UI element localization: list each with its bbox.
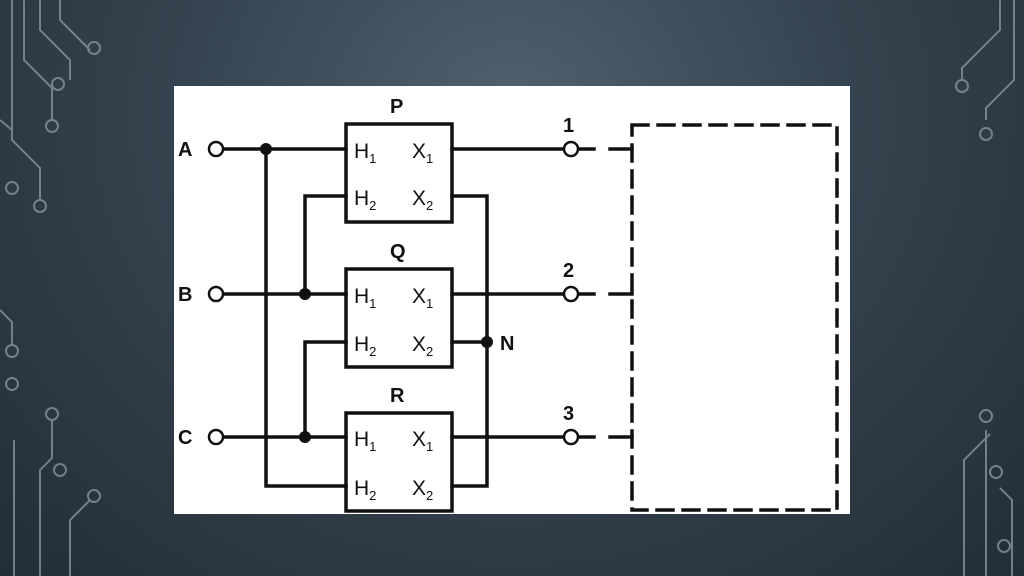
trace-line xyxy=(963,433,991,576)
junction-dot xyxy=(299,288,311,300)
trace-line xyxy=(39,0,71,80)
pin-label-p-x2: X2 xyxy=(412,187,433,213)
trace-node xyxy=(989,465,1003,479)
pin-label-q-h2: H2 xyxy=(354,333,376,359)
terminal-2 xyxy=(562,285,580,303)
terminal-3 xyxy=(562,428,580,446)
pin-label-q-x2: X2 xyxy=(412,333,433,359)
block-r xyxy=(344,411,454,513)
input-label-a: A xyxy=(178,139,192,161)
trace-line xyxy=(0,309,13,345)
pin-label-r-h1: H1 xyxy=(354,428,376,454)
trace-node xyxy=(45,119,59,133)
junction-dot xyxy=(260,143,272,155)
junction-label-n: N xyxy=(500,333,514,355)
trace-node xyxy=(51,77,65,91)
pin-label-p-x1: X1 xyxy=(412,140,433,166)
pin-label-q-x1: X1 xyxy=(412,285,433,311)
input-label-c: C xyxy=(178,427,192,449)
pin-label-r-x1: X1 xyxy=(412,428,433,454)
trace-node xyxy=(955,79,969,93)
junction-n-dot xyxy=(481,336,493,348)
terminal-1 xyxy=(562,140,580,158)
circuit-diagram: A B C 1 2 3 N P Q R H1 X1 H2 X2 H1 X1 H2… xyxy=(178,96,839,513)
pin-label-r-x2: X2 xyxy=(412,477,433,503)
terminal-a xyxy=(207,140,225,158)
pin-label-p-h2: H2 xyxy=(354,187,376,213)
trace-node xyxy=(5,344,19,358)
block-label-r: R xyxy=(390,385,405,407)
trace-line xyxy=(985,0,1015,120)
trace-node xyxy=(997,539,1011,553)
block-label-p: P xyxy=(390,96,403,118)
trace-node xyxy=(979,409,993,423)
trace-node xyxy=(979,127,993,141)
terminal-b xyxy=(207,285,225,303)
trace-node xyxy=(5,181,19,195)
trace-node xyxy=(5,377,19,391)
output-label-3: 3 xyxy=(563,403,574,425)
junction-dot xyxy=(299,431,311,443)
trace-node xyxy=(87,489,101,503)
trace-line xyxy=(11,0,41,200)
output-label-1: 1 xyxy=(563,115,574,137)
pin-label-q-h1: H1 xyxy=(354,285,376,311)
pin-label-r-h2: H2 xyxy=(354,477,376,503)
wire-a-to-r-h2 xyxy=(264,147,348,488)
input-label-b: B xyxy=(178,284,192,306)
trace-line xyxy=(23,0,53,120)
trace-line xyxy=(999,487,1013,576)
trace-node xyxy=(53,463,67,477)
output-label-2: 2 xyxy=(563,260,574,282)
trace-line xyxy=(39,420,53,576)
trace-line xyxy=(961,0,1001,80)
trace-node xyxy=(45,407,59,421)
trace-line xyxy=(0,119,13,131)
trace-node xyxy=(33,199,47,213)
pin-label-p-h1: H1 xyxy=(354,140,376,166)
block-q xyxy=(344,267,454,369)
diagram-panel: A B C 1 2 3 N P Q R H1 X1 H2 X2 H1 X1 H2… xyxy=(174,86,850,514)
wire-c-to-q-h2 xyxy=(303,340,348,439)
trace-node xyxy=(87,41,101,55)
terminal-c xyxy=(207,428,225,446)
trace-line xyxy=(69,499,91,576)
block-label-q: Q xyxy=(390,241,406,263)
wire-b-to-p-h2 xyxy=(303,194,348,296)
block-p xyxy=(344,122,454,224)
trace-line xyxy=(59,0,91,51)
load-box-dashed xyxy=(630,123,839,512)
